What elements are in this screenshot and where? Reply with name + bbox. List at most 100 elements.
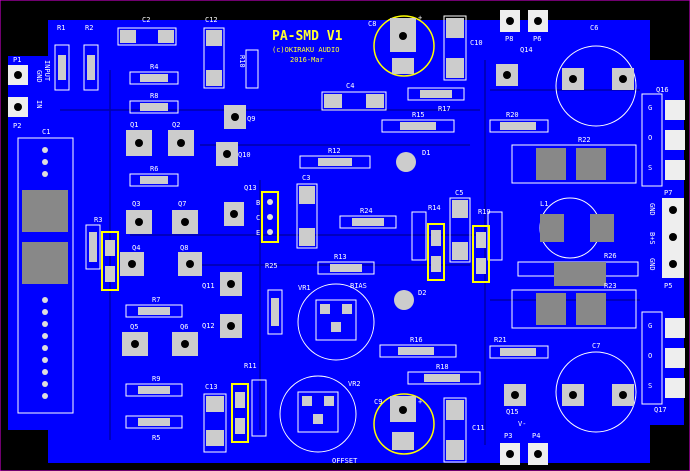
- label-r23: R23: [604, 282, 617, 290]
- label-r19: R19: [478, 208, 491, 216]
- component-r10: [245, 49, 259, 89]
- pin-g: G: [648, 104, 652, 112]
- label-c4: C4: [346, 82, 354, 90]
- component-c11: [443, 397, 467, 463]
- pin-e: E: [256, 229, 260, 237]
- label-r5: R5: [152, 434, 160, 442]
- component-r8: [129, 100, 179, 114]
- component-c9: [373, 393, 435, 455]
- label-p4: P4: [532, 432, 540, 440]
- pad: [22, 242, 68, 284]
- component-r24: [339, 215, 397, 229]
- label-p1: P1: [13, 56, 21, 64]
- component-c5: [449, 197, 471, 263]
- label-c3: C3: [302, 174, 310, 182]
- label-r26: R26: [604, 252, 617, 260]
- label-c13: C13: [205, 383, 218, 391]
- component-r13: [317, 261, 375, 275]
- polarity-plus: +: [418, 14, 422, 22]
- component-vr2: [279, 375, 357, 453]
- component-r20: [489, 119, 549, 133]
- component-r17: [407, 87, 465, 101]
- label-q4: Q4: [132, 244, 140, 252]
- component-q13: [224, 202, 244, 226]
- corner-cutout: [8, 430, 48, 463]
- label-r10: R10: [238, 55, 246, 68]
- label-r13: R13: [334, 253, 347, 261]
- jumper-outline: [472, 225, 490, 283]
- label-r22: R22: [578, 136, 591, 144]
- component-q2: [168, 130, 194, 156]
- component-r3: [85, 224, 101, 270]
- component-r16: [379, 344, 457, 358]
- component-r4: [129, 71, 179, 85]
- component-q6: [172, 332, 198, 356]
- label-q14: Q14: [520, 46, 533, 54]
- component-r7: [125, 304, 183, 318]
- label-c12: C12: [205, 16, 218, 24]
- label-r7: R7: [152, 296, 160, 304]
- component-q4: [120, 252, 144, 276]
- label-c9: C9: [374, 398, 382, 406]
- label-r25: R25: [265, 262, 278, 270]
- component-d1: [396, 152, 416, 172]
- component-q14: [496, 64, 518, 86]
- label-r14: R14: [428, 204, 441, 212]
- component-c2: [117, 27, 177, 46]
- component-q15: [504, 384, 526, 406]
- component-vr1: [297, 283, 375, 361]
- label-q13: Q13: [244, 184, 257, 192]
- component-r5: [125, 415, 183, 429]
- label-p5: P5: [664, 282, 672, 290]
- label-r8: R8: [150, 92, 158, 100]
- label-v-minus: V-: [518, 420, 526, 428]
- label-p3: P3: [504, 432, 512, 440]
- label-p7: P7: [664, 189, 672, 197]
- component-r21: [489, 345, 549, 359]
- label-bias: BIAS: [350, 282, 367, 290]
- label-d2: D2: [418, 289, 426, 297]
- component-r11: [251, 379, 267, 437]
- label-offset: OFFSET: [332, 457, 358, 465]
- pin-b: B: [256, 199, 260, 207]
- label-p2: P2: [13, 122, 21, 130]
- board-title: PA-SMD V1: [272, 29, 343, 44]
- pin-o: O: [648, 352, 652, 360]
- label-q9: Q9: [247, 115, 255, 123]
- component-r6: [129, 173, 179, 187]
- polarity-plus: +: [418, 398, 422, 406]
- component-r23: [511, 289, 637, 329]
- pin-c: C: [256, 214, 260, 222]
- label-p8: P8: [505, 35, 513, 43]
- label-c11: C11: [472, 424, 485, 432]
- component-r1: [54, 44, 70, 91]
- corner-cutout: [650, 425, 684, 463]
- label-q10: Q10: [238, 151, 251, 159]
- label-vr2: VR2: [348, 380, 361, 388]
- pin-s: S: [648, 382, 652, 390]
- component-c8: [373, 15, 435, 77]
- label-q12: Q12: [202, 322, 215, 330]
- jumper-outline: [427, 223, 445, 281]
- q16-pin-header: [641, 93, 663, 187]
- label-r16: R16: [410, 336, 423, 344]
- label-r15: R15: [412, 111, 425, 119]
- label-q16: Q16: [656, 86, 669, 94]
- label-r9: R9: [152, 375, 160, 383]
- label-r11: R11: [244, 362, 257, 370]
- pin-row: [42, 147, 48, 399]
- corner-cutout: [650, 20, 684, 60]
- board-date: 2016-Mar: [290, 56, 324, 64]
- label-q6: Q6: [180, 323, 188, 331]
- component-r9: [125, 383, 183, 397]
- jumper-outline: [231, 383, 249, 443]
- corner-cutout: [8, 20, 48, 56]
- component-c7: [555, 351, 637, 433]
- label-r18: R18: [436, 363, 449, 371]
- label-q8: Q8: [180, 244, 188, 252]
- label-c2: C2: [142, 16, 150, 24]
- label-r1: R1: [57, 24, 65, 32]
- q13-pin-outline: [261, 191, 279, 243]
- pad: [22, 190, 68, 232]
